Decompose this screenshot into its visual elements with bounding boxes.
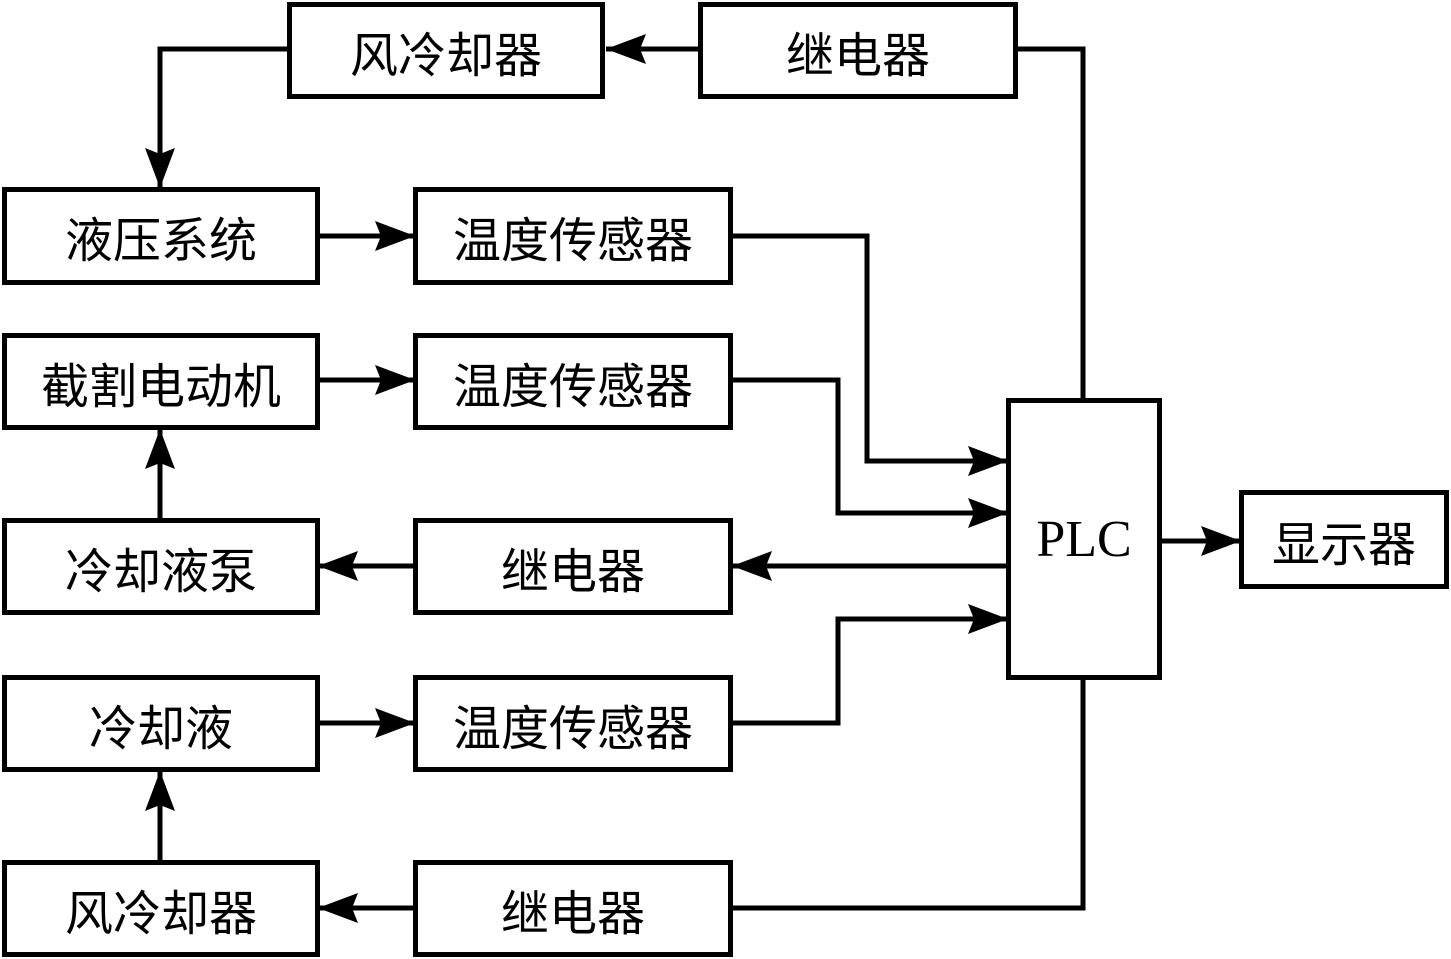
edge-temp-sensor-1-to-plc (730, 233, 1008, 476)
relay-mid-box: 继电器 (413, 518, 733, 615)
cutting-motor-box: 截割电动机 (2, 333, 320, 430)
fan-cooler-bottom-box: 风冷却器 (2, 860, 320, 957)
temp-sensor-2-box: 温度传感器 (413, 333, 733, 430)
temp-sensor-1-box: 温度传感器 (413, 187, 733, 285)
temp-sensor-3-box: 温度传感器 (413, 675, 733, 772)
display-box: 显示器 (1239, 490, 1449, 589)
coolant-pump-box: 冷却液泵 (2, 518, 320, 615)
relay-bottom-box: 继电器 (413, 860, 733, 957)
edge-fan-cooler-top-to-hydraulic (145, 46, 290, 188)
edge-temp-sensor-3-to-plc (730, 604, 1008, 726)
hydraulic-system-box: 液压系统 (2, 187, 320, 285)
edge-plc-to-relay-bottom (730, 678, 1086, 911)
relay-top-box: 继电器 (698, 2, 1018, 99)
coolant-box: 冷却液 (2, 675, 320, 772)
edge-plc-to-relay-top (1016, 46, 1086, 400)
edge-temp-sensor-2-to-plc (730, 377, 1008, 528)
fan-cooler-top-box: 风冷却器 (287, 2, 605, 99)
plc-box: PLC (1006, 398, 1162, 680)
